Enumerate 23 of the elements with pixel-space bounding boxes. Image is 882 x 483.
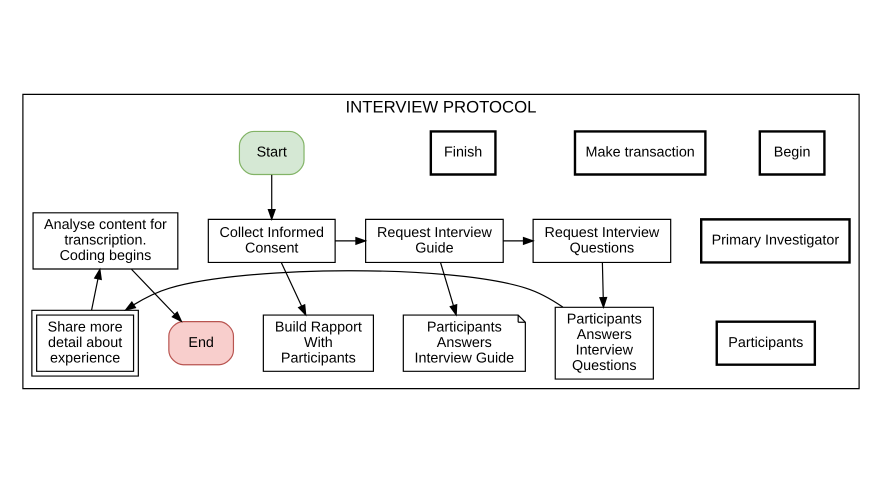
node-box: Start — [238, 130, 305, 176]
node-box: End — [168, 321, 234, 366]
arrow — [131, 268, 183, 323]
node-box: Collect Informed Consent — [208, 218, 336, 264]
node-box: Request Interview Questions — [532, 218, 672, 264]
arrow — [124, 270, 564, 311]
arrow — [268, 174, 276, 221]
node-box: Make transaction — [574, 130, 707, 176]
arrow — [335, 236, 368, 246]
arrow — [503, 236, 535, 246]
node-box: Analyse content for transcription. Coding begins — [32, 212, 178, 270]
node-box: Share more detail about experience — [31, 310, 139, 377]
arrow — [280, 262, 306, 317]
arrow — [91, 268, 102, 310]
node-box: Build Rapport With Participants — [262, 314, 374, 372]
node-box: Finish — [430, 130, 497, 176]
node-box: Primary Investigator — [700, 218, 851, 264]
node-box: Participants — [716, 320, 816, 366]
node-box: Request Interview Guide — [365, 218, 504, 264]
arrow — [599, 262, 608, 309]
node-box: Participants Answers Interview Questions — [554, 306, 654, 380]
arrow — [440, 262, 458, 317]
node-box: Begin — [758, 130, 826, 176]
